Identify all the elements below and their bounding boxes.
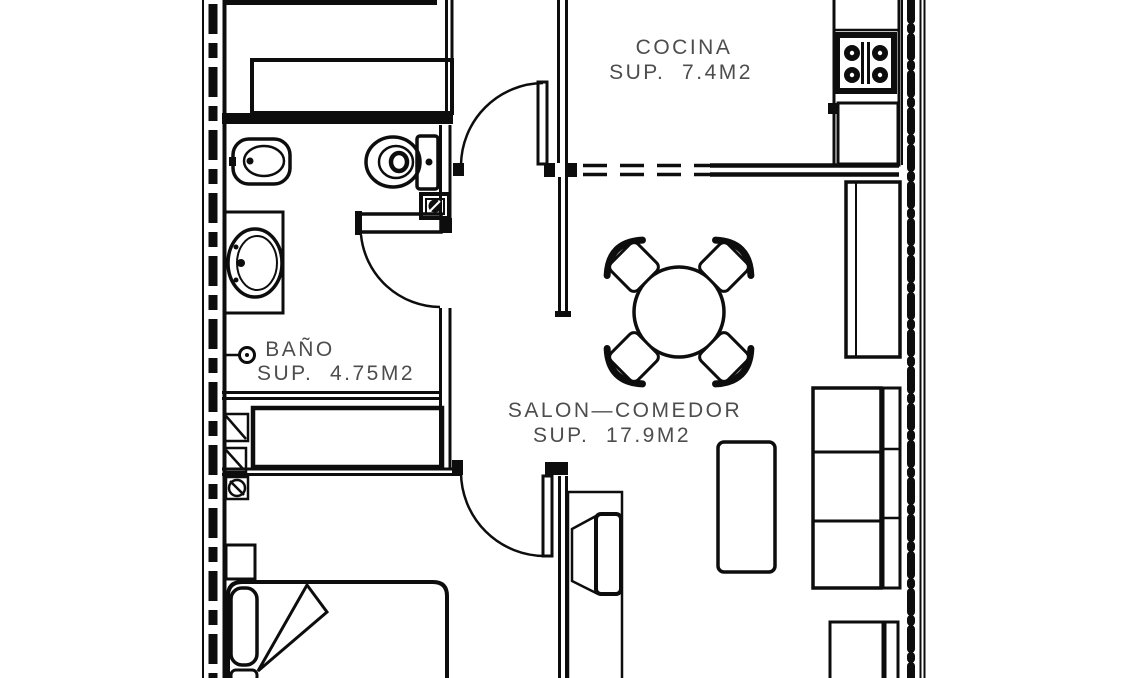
storage-strip <box>222 405 463 501</box>
kitchen-name-label: COCINA <box>636 36 733 59</box>
water-heater <box>224 475 250 501</box>
top-bedroom-bottom-wall <box>222 113 453 124</box>
bathroom-name-label: BAÑO <box>265 337 335 361</box>
tall-cabinet <box>844 180 902 359</box>
bathroom-area-label: SUP. 4.75M2 <box>257 362 415 385</box>
salon-name-label: SALON—COMEDOR <box>508 399 742 422</box>
entry-door-arc <box>459 81 544 166</box>
toilet-cistern <box>415 134 440 191</box>
armchair <box>828 620 900 678</box>
bedroom-door <box>459 462 568 558</box>
shelf-unit-2 <box>222 446 248 474</box>
dining-chair-ne <box>698 236 755 293</box>
stove-hob <box>834 32 897 94</box>
right-party-wall <box>907 0 926 678</box>
door-jamb <box>452 460 463 475</box>
bathroom-bottom-wall <box>222 391 441 400</box>
kitchen-area-label: SUP. 7.4M2 <box>609 61 753 84</box>
shelf-unit-1 <box>222 412 250 443</box>
bathroom-door-arc <box>359 234 441 309</box>
kitchen-dashed-wall <box>583 163 710 177</box>
coffee-table <box>716 440 777 574</box>
dining-chair-se <box>698 331 755 388</box>
pillow <box>229 586 259 667</box>
toilet-paper-holder <box>419 192 451 220</box>
dining-chair-nw <box>603 236 660 293</box>
bedroom-door-leaf <box>541 474 554 558</box>
tv-screen <box>594 512 623 596</box>
bathroom: BAÑO SUP. 4.75M2 <box>222 125 452 468</box>
kitchen: COCINA SUP. 7.4M2 <box>544 0 903 177</box>
sofa-backrest <box>881 386 902 590</box>
toilet <box>364 134 440 191</box>
dining-table <box>632 265 726 359</box>
double-bed <box>226 580 449 678</box>
kitchen-left-wall <box>557 0 568 163</box>
bedroom <box>224 462 568 678</box>
bedroom-salon-wall <box>558 476 568 678</box>
top-bedroom-right-wall <box>445 0 454 113</box>
salon: SALON—COMEDOR SUP. 17.9M2 <box>508 177 902 678</box>
bedroom-door-arc <box>459 471 546 558</box>
kitchen-counter <box>828 0 903 167</box>
salon-hall-wall <box>558 177 568 312</box>
sofa <box>811 386 902 590</box>
nightstand <box>224 543 257 581</box>
washbasin <box>226 227 284 299</box>
wall-light-symbol <box>225 346 256 364</box>
washbasin-counter <box>222 210 285 315</box>
dining-chair-sw <box>603 331 660 388</box>
entry-door <box>453 80 549 176</box>
bedroom-top-wall <box>222 467 461 476</box>
top-bedroom <box>222 0 454 124</box>
bidet <box>229 137 292 186</box>
entry-door-leaf <box>536 80 549 166</box>
built-in-closet <box>250 405 445 470</box>
sink-cabinet <box>836 101 900 166</box>
sheet-fold <box>256 582 330 673</box>
top-wall <box>223 0 437 5</box>
salon-area-label: SUP. 17.9M2 <box>533 424 691 447</box>
tv-unit <box>566 490 624 678</box>
wall-end-cap <box>555 311 571 317</box>
pillow-2 <box>229 668 259 678</box>
